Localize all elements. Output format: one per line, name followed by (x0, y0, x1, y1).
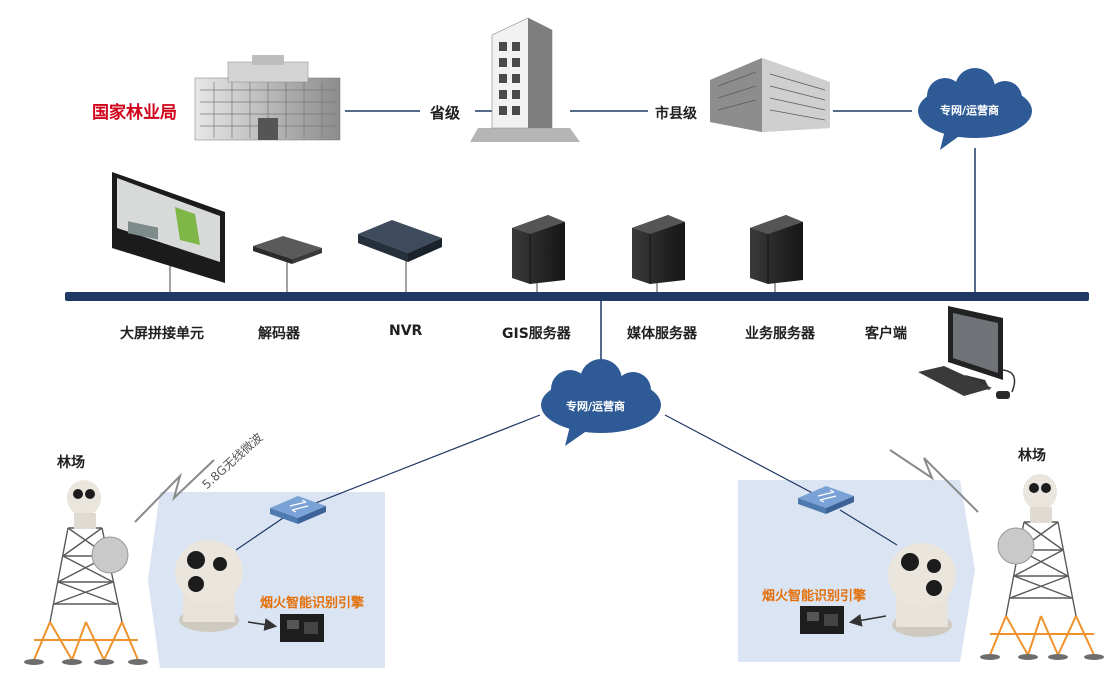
business-server-icon (750, 215, 803, 284)
city-building-icon (710, 58, 830, 132)
link-cloud-left-switch (297, 414, 541, 511)
label-decoder: 解码器 (258, 326, 300, 342)
left-wireless-icon (134, 459, 215, 523)
left-arrow-icon (247, 618, 278, 631)
link-left-switch-camera (235, 515, 287, 551)
label-province: 省级 (430, 104, 461, 122)
media-server-icon (632, 215, 685, 284)
label-business: 业务服务器 (745, 326, 815, 342)
label-forest-left: 林场 (57, 455, 85, 471)
cloud-middle-icon (541, 359, 661, 446)
link-right-switch-camera (839, 509, 898, 546)
left-tower-icon (24, 480, 148, 665)
right-ai-chip-icon (800, 606, 844, 634)
province-building-icon (470, 17, 580, 142)
video-wall-icon (112, 172, 225, 283)
link-cloud-right-switch (664, 414, 821, 498)
label-city: 市县级 (655, 106, 697, 122)
right-switch-icon (798, 486, 854, 514)
label-national: 国家林业局 (92, 103, 177, 123)
label-gis: GIS服务器 (502, 326, 571, 342)
label-media: 媒体服务器 (627, 326, 697, 342)
left-switch-icon (270, 496, 326, 524)
label-forest-right: 林场 (1018, 448, 1046, 464)
label-client: 客户端 (865, 326, 907, 342)
left-ai-chip-icon (280, 614, 324, 642)
label-engine-left: 烟火智能识别引擎 (260, 596, 365, 611)
cloud-top-icon (918, 68, 1032, 150)
label-video-wall: 大屏拼接单元 (120, 326, 204, 342)
gis-server-icon (512, 215, 565, 284)
national-building-icon (194, 55, 341, 141)
right-ptz-camera-icon (888, 543, 956, 637)
cloud-top-label: 专网/运营商 (940, 104, 1000, 117)
right-tower-icon (980, 474, 1104, 660)
nvr-icon (358, 220, 442, 262)
network-bus (65, 292, 1089, 301)
client-pc-icon (918, 306, 1016, 399)
left-ptz-camera-icon (175, 540, 243, 632)
right-arrow-icon (848, 614, 887, 627)
decoder-icon (253, 236, 322, 264)
label-engine-right: 烟火智能识别引擎 (762, 589, 867, 604)
right-wireless-icon (889, 449, 979, 513)
cloud-middle-label: 专网/运营商 (566, 400, 626, 413)
label-nvr: NVR (389, 323, 423, 339)
